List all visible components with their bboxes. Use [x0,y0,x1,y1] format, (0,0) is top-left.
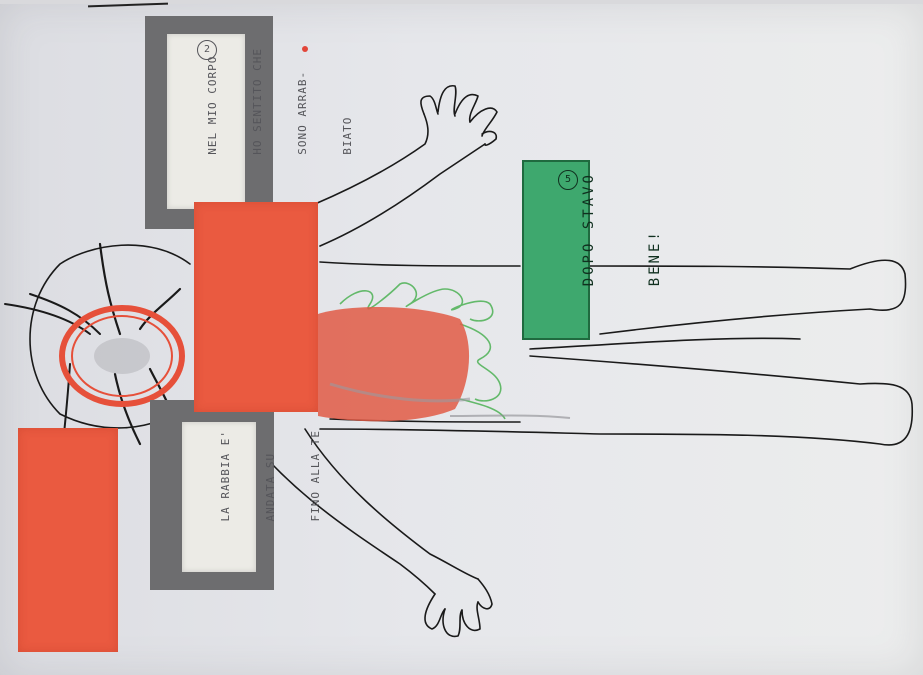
card-green-line-2: BENE! [644,172,666,286]
red-card-center [194,202,318,412]
card-green-number: 5 [558,170,578,190]
speech-card-top: NEL MIO CORPO HO SENTITO CHE SONO ARRAB-… [145,16,273,229]
card-top-line-3: SONO ARRAB- [295,48,310,155]
card-bottom-line-3: FINO ALLA TE [308,430,323,521]
card-green-text: DOPO STAVO BENE! [534,172,710,286]
card-bottom-line-2: ANDATA SU [263,430,278,521]
card-paper: NEL MIO CORPO HO SENTITO CHE SONO ARRAB-… [167,34,245,209]
body-outline-drawing [0,4,923,675]
card-green-line-1: DOPO STAVO [578,172,600,286]
card-top-line-4: BIATO [340,48,355,155]
card-top-number: 2 [197,40,217,60]
card-bottom-line-1: LA RABBIA E' [218,430,233,521]
drawing-sheet: NEL MIO CORPO HO SENTITO CHE SONO ARRAB-… [0,4,923,675]
card-top-line-1: NEL MIO CORPO [205,48,220,155]
speech-card-bottom: LA RABBIA E' ANDATA SU FINO ALLA TE [150,400,274,590]
card-bottom-text: LA RABBIA E' ANDATA SU FINO ALLA TE [188,430,353,521]
card-paper: LA RABBIA E' ANDATA SU FINO ALLA TE [182,422,256,572]
card-top-line-2: HO SENTITO CHE [250,48,265,155]
speech-card-green: DOPO STAVO BENE! 5 [522,160,590,340]
card-top-text: NEL MIO CORPO HO SENTITO CHE SONO ARRAB-… [175,48,385,155]
red-card-left [18,428,118,652]
